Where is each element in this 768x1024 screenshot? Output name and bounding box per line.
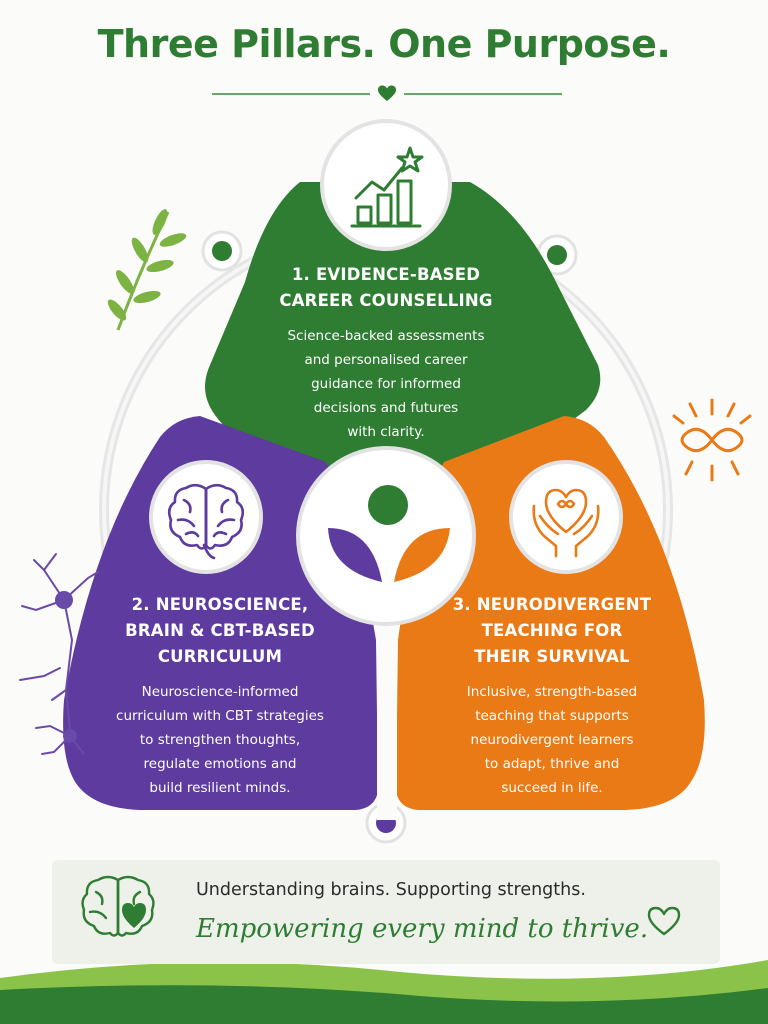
pillar-1-heading: 1. EVIDENCE-BASED CAREER COUNSELLING	[279, 265, 493, 310]
growth-chart-star-icon	[320, 119, 452, 251]
heart-outline-icon	[647, 906, 681, 936]
brain-heart-icon	[81, 875, 155, 937]
pillar-2-description: Neuroscience-informed curriculum with CB…	[116, 684, 324, 796]
hands-heart-infinity-icon	[509, 460, 623, 574]
pillar-1-text: 1. EVIDENCE-BASED CAREER COUNSELLING Sci…	[226, 262, 546, 444]
pillar-3-description: Inclusive, strength-based teaching that …	[466, 684, 638, 796]
footer-motto: Empowering every mind to thrive.	[196, 914, 649, 944]
pillar-1-shape	[205, 182, 601, 468]
infinity-rays-icon	[672, 398, 752, 482]
title-divider-left	[212, 93, 370, 95]
leaf-sprig-icon	[107, 209, 187, 331]
footer-banner	[52, 860, 720, 964]
pillar-2-heading: 2. NEUROSCIENCE, BRAIN & CBT-BASED CURRI…	[125, 595, 315, 666]
heart-icon	[378, 85, 396, 101]
brain-icon	[149, 460, 263, 574]
page-title: Three Pillars. One Purpose.	[97, 22, 671, 66]
center-logo	[296, 446, 476, 626]
neuron-icon	[19, 553, 99, 755]
pillar-2-text: 2. NEUROSCIENCE, BRAIN & CBT-BASED CURRI…	[72, 592, 368, 800]
pillar-3-heading: 3. NEURODIVERGENT TEACHING FOR THEIR SUR…	[452, 595, 652, 666]
pillar-3-text: 3. NEURODIVERGENT TEACHING FOR THEIR SUR…	[404, 592, 700, 800]
ring-dot-top-left	[201, 230, 243, 272]
title-divider-right	[404, 93, 562, 95]
hills-front	[0, 985, 768, 1024]
footer-tagline: Understanding brains. Supporting strengt…	[196, 880, 586, 900]
pillar-1-description: Science-backed assessments and personali…	[287, 328, 485, 440]
